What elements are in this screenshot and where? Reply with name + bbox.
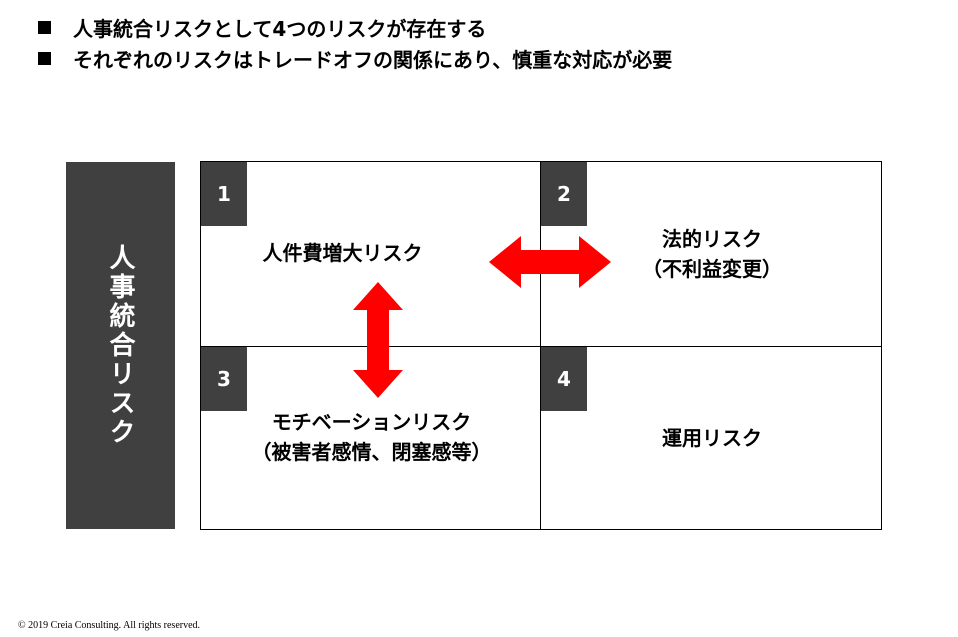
bullet-text: それぞれのリスクはトレードオフの関係にあり、慎重な対応が必要 xyxy=(73,48,673,72)
side-label-text: 人事統合リスク xyxy=(105,244,135,447)
bullet-item: それぞれのリスクはトレードオフの関係にあり、慎重な対応が必要 xyxy=(38,43,672,74)
bullet-text: 人事統合リスクとして4つのリスクが存在する xyxy=(73,17,487,41)
cell-title-line1: 運用リスク xyxy=(662,426,762,450)
bullet-item: 人事統合リスクとして4つのリスクが存在する xyxy=(38,12,672,43)
cell-title-line1: 法的リスク xyxy=(662,227,762,251)
copyright-footer: © 2019 Creia Consulting. All rights rese… xyxy=(18,620,201,631)
bullet-square-icon xyxy=(38,52,51,65)
risk-cell-2: 2 法的リスク （不利益変更） xyxy=(540,161,882,347)
cell-title: 運用リスク xyxy=(541,423,883,453)
bullet-list: 人事統合リスクとして4つのリスクが存在する それぞれのリスクはトレードオフの関係… xyxy=(38,12,672,74)
cell-title: 法的リスク （不利益変更） xyxy=(541,224,883,284)
cell-title-line2: （被害者感情、閉塞感等） xyxy=(251,440,492,464)
vertical-double-arrow-icon xyxy=(353,282,403,398)
cell-number-badge: 4 xyxy=(541,347,587,411)
cell-title: 人件費増大リスク xyxy=(201,238,484,268)
horizontal-double-arrow-icon xyxy=(489,236,611,288)
cell-title-line2: （不利益変更） xyxy=(642,257,782,281)
cell-title: モチベーションリスク （被害者感情、閉塞感等） xyxy=(201,407,542,467)
cell-number-badge: 3 xyxy=(201,347,247,411)
cell-number-badge: 1 xyxy=(201,162,247,226)
bullet-square-icon xyxy=(38,21,51,34)
cell-number-badge: 2 xyxy=(541,162,587,226)
cell-title-line1: モチベーションリスク xyxy=(271,410,472,434)
risk-cell-1: 1 人件費増大リスク xyxy=(200,161,541,347)
side-label-box: 人事統合リスク xyxy=(66,162,175,529)
cell-title-line1: 人件費増大リスク xyxy=(262,241,423,265)
risk-cell-4: 4 運用リスク xyxy=(540,346,882,530)
